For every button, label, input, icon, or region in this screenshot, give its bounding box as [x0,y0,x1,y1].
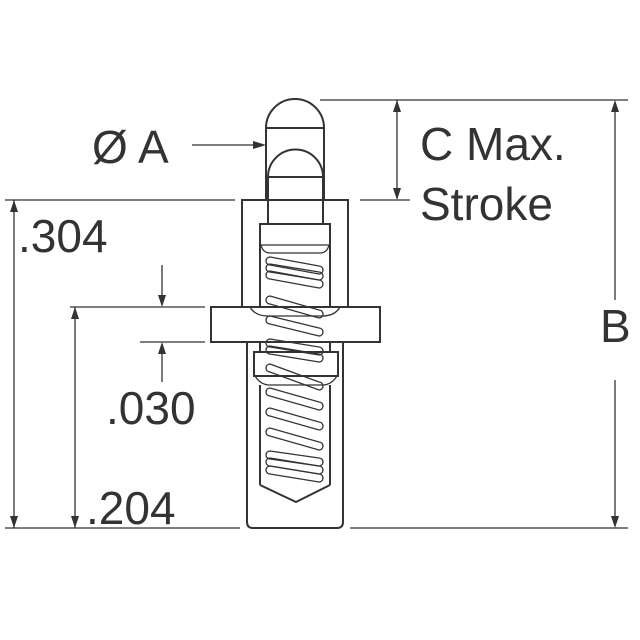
inner-barrel [259,223,331,307]
stroke-label-line2: Stroke [420,178,553,230]
stroke-label-line1: C Max. [420,118,566,170]
flange [210,306,381,343]
spring [265,256,324,483]
spring-coil [265,363,324,391]
dim-030-label: .030 [106,382,196,434]
upper-housing [241,199,349,307]
spring-coil [265,295,324,319]
diameter-label: Ø A [92,121,169,173]
spring-coil [265,256,324,275]
overall-length-label: B [600,300,631,352]
dim-204-label: .204 [86,482,176,534]
lower-housing [246,342,344,529]
spring-coil [265,465,324,483]
spring-coil [265,427,324,451]
pin-body [210,98,381,529]
spring-coil [265,270,324,289]
spring-coil [265,315,324,337]
spring-coil [265,387,324,411]
inner-sleeve [253,351,339,377]
spring-coil [265,345,324,363]
plunger-extended [265,98,325,200]
dimension-lines [5,99,628,529]
plunger-compressed [267,148,324,224]
spring-coil [265,338,324,356]
spring-coil [265,407,324,431]
dim-304-label: .304 [18,210,108,262]
